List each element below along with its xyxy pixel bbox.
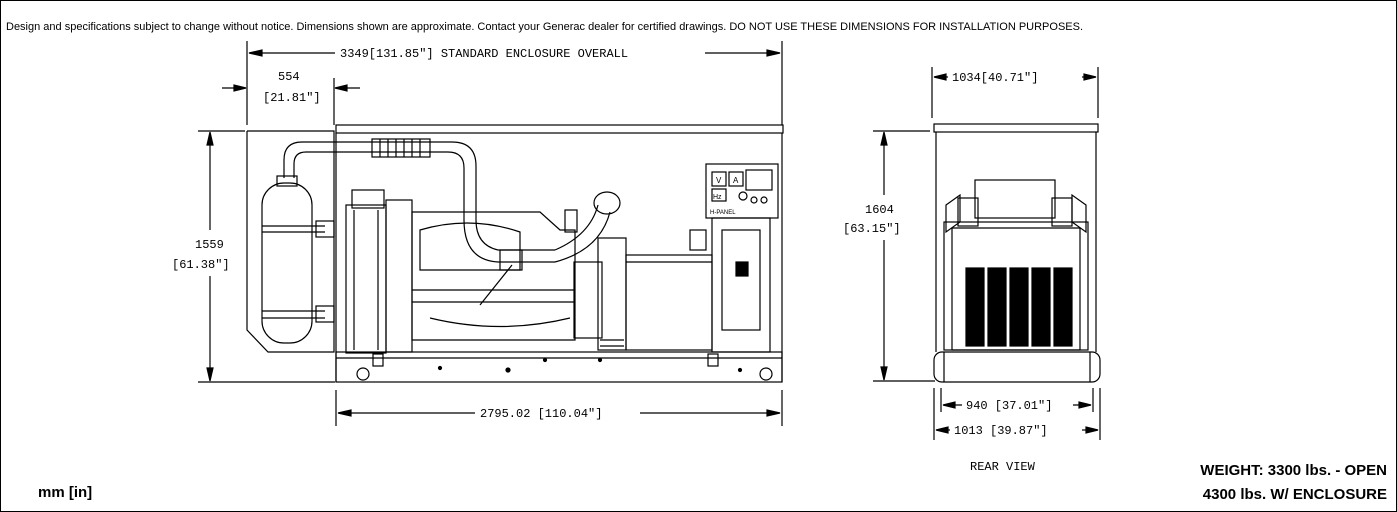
arrow (233, 84, 247, 92)
muffler-canister (261, 182, 313, 344)
rear-bracket (1071, 193, 1087, 234)
intake-pipe (475, 219, 555, 251)
louver-3 (1009, 267, 1029, 347)
meter-v (711, 171, 727, 187)
radiator-frame (345, 204, 387, 354)
dipstick (479, 264, 513, 306)
breaker-enclosure (711, 217, 771, 353)
muffler-bracket (315, 220, 335, 238)
radiator-top (351, 189, 385, 209)
engine-mount (564, 209, 578, 233)
dim-rear-base-outer: 1013 [39.87"] (954, 424, 1048, 438)
display-panel (745, 169, 773, 191)
arrow (206, 131, 214, 146)
generator-body (625, 254, 713, 351)
breaker-switch (735, 261, 749, 277)
dim-rear-width: 1034[40.71"] (952, 71, 1038, 85)
air-duct (554, 204, 599, 251)
exhaust-pipe-outer (283, 141, 477, 220)
rear-panel-inner (951, 227, 1081, 351)
lift-hole-left (356, 367, 370, 381)
arrow (766, 409, 781, 417)
arrow (880, 131, 888, 146)
arrow (935, 426, 949, 434)
engine-block (411, 211, 576, 341)
bolt (597, 357, 603, 363)
arrow (1085, 426, 1099, 434)
junction-box (689, 229, 707, 251)
disclaimer-text: Design and specifications subject to cha… (6, 21, 1084, 33)
oil-pan (429, 317, 571, 328)
control-panel (705, 163, 779, 219)
meter-hz-label: Hz (713, 194, 722, 201)
side-view: 3349[131.85"] STANDARD ENCLOSURE OVERALL… (172, 41, 784, 426)
panel-knob (760, 196, 768, 204)
dim-rear-base-inner: 940 [37.01"] (966, 399, 1052, 413)
radiator-core (385, 199, 413, 353)
meter-hz (711, 188, 727, 202)
panel-knob (750, 196, 758, 204)
arrow (1078, 401, 1092, 409)
engine-head (419, 222, 521, 271)
air-duct (554, 211, 611, 263)
meter-v-label: V (716, 176, 722, 185)
dim-muffler-in: [21.81"] (263, 91, 321, 105)
louver-2 (987, 267, 1007, 347)
rear-view: 1034[40.71"] 1604 [63.15"] (843, 67, 1101, 440)
rear-view-label: REAR VIEW (970, 460, 1035, 474)
arrow (942, 401, 956, 409)
dim-muffler-mm: 554 (278, 70, 300, 84)
breaker-door (721, 229, 761, 331)
dim-rear-height-in: [63.15"] (843, 222, 901, 236)
enclosure-outline-left (246, 130, 335, 353)
arrow (206, 367, 214, 382)
mount-bracket (707, 353, 719, 367)
arrow (337, 409, 352, 417)
dim-rear-height-mm: 1604 (865, 203, 894, 217)
intake-pipe (463, 219, 555, 263)
louver-4 (1031, 267, 1051, 347)
muffler-cap (276, 175, 298, 187)
muffler-bracket (315, 305, 335, 323)
exhaust-pipe-inner (293, 151, 465, 220)
louver-5 (1053, 267, 1073, 347)
rear-roof (933, 123, 1099, 133)
rear-part (957, 197, 979, 227)
dim-height-mm: 1559 (195, 238, 224, 252)
bolt (505, 367, 511, 373)
louver-1 (965, 267, 985, 347)
arrow (766, 49, 781, 57)
panel-brand: H-PANEL (710, 210, 736, 216)
dim-base-length: 2795.02 [110.04"] (480, 407, 602, 421)
rear-engine-top (974, 179, 1056, 219)
bolt (542, 357, 548, 363)
weight-enclosure: 4300 lbs. W/ ENCLOSURE (1202, 486, 1387, 503)
meter-a (728, 171, 744, 187)
base-skid (335, 351, 783, 383)
units-label: mm [in] (38, 484, 93, 501)
arrow (933, 73, 947, 81)
dim-enclosure-overall: 3349[131.85"] STANDARD ENCLOSURE OVERALL (340, 47, 628, 61)
mount-bracket (372, 353, 384, 367)
flex-bellows (371, 138, 431, 158)
meter-a-label: A (733, 176, 739, 185)
lift-hole-right (759, 367, 773, 381)
enclosure-roof (335, 124, 784, 134)
generator-fan (573, 261, 603, 339)
arrow (880, 366, 888, 381)
bolt (437, 365, 443, 371)
panel-knob (738, 191, 748, 201)
rear-base (933, 351, 1101, 383)
dim-height-in: [61.38"] (172, 258, 230, 272)
arrow (334, 84, 348, 92)
arrow (1083, 73, 1097, 81)
arrow (248, 49, 263, 57)
air-filter (593, 191, 621, 215)
weight-open: WEIGHT: 3300 lbs. - OPEN (1200, 462, 1387, 479)
bolt (737, 367, 743, 373)
